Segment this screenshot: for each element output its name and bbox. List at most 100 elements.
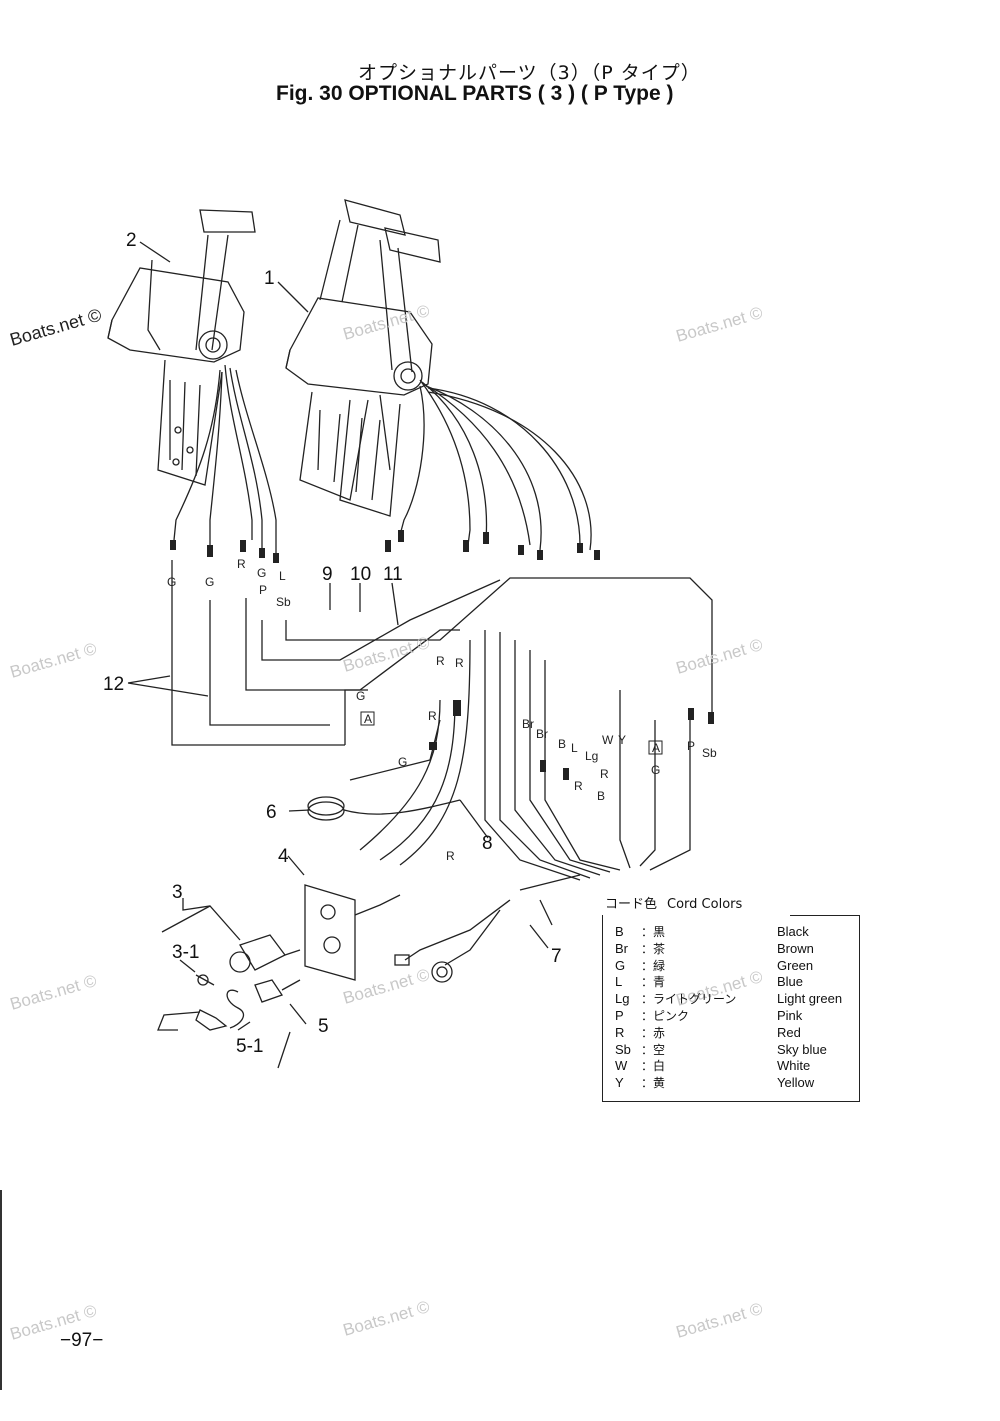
legend-row: Lg ：ライトグリーン Light green xyxy=(615,991,842,1008)
watermark: Boats.net © xyxy=(8,305,104,350)
legend-jp: ：茶 xyxy=(641,941,666,956)
page-title-japanese: オプショナルパーツ（3）（P タイプ） xyxy=(358,62,701,84)
callout-3: 3 xyxy=(172,882,183,903)
wire-tag-w: W xyxy=(602,733,614,747)
legend-en: Brown xyxy=(777,940,814,956)
remote-control-1 xyxy=(285,199,441,517)
legend-code: L xyxy=(615,974,623,990)
legend-jp: ：緑 xyxy=(641,958,666,973)
wire-tag-r: R xyxy=(455,656,464,670)
legend-row: P ：ピンク Pink xyxy=(615,1008,842,1025)
legend-en: Light green xyxy=(777,991,843,1007)
legend-heading: コード色 Cord Colors xyxy=(605,893,742,912)
callout-5-1: 5-1 xyxy=(236,1036,263,1057)
legend-en: Green xyxy=(777,957,814,973)
legend-code: Lg xyxy=(615,991,630,1007)
legend-en: White xyxy=(777,1058,811,1074)
wire-tag-l: L xyxy=(571,741,578,755)
legend-code: Sb xyxy=(615,1041,631,1057)
legend-code: G xyxy=(615,957,626,973)
wire-tag-r: R xyxy=(574,779,583,793)
page-title-english: Fig. 30 OPTIONAL PARTS ( 3 ) ( P Type ) xyxy=(276,82,674,105)
legend-code: Y xyxy=(615,1075,624,1091)
callout-4: 4 xyxy=(278,846,289,867)
wire-tag-b: B xyxy=(597,789,605,803)
legend-jp: ：ピンク xyxy=(641,1008,690,1023)
legend-jp: ：ライトグリーン xyxy=(641,992,737,1007)
legend-row: Y ：黄 Yellow xyxy=(615,1075,842,1092)
wire-tag-g: G xyxy=(205,575,214,589)
legend-jp: ：空 xyxy=(641,1042,666,1057)
callout-3-1: 3-1 xyxy=(172,942,199,963)
wire-tag-sb: Sb xyxy=(702,746,717,760)
wire-tag-l: L xyxy=(279,569,286,583)
legend-en: Yellow xyxy=(777,1075,815,1091)
marker-a: A xyxy=(364,712,372,726)
marker-a-box xyxy=(648,740,663,755)
legend-row: W ：白 White xyxy=(615,1058,842,1075)
legend-en: Pink xyxy=(777,1007,803,1023)
legend-row: Sb ：空 Sky blue xyxy=(615,1042,842,1059)
callout-10: 10 xyxy=(350,564,371,585)
legend-heading-en: Cord Colors xyxy=(667,897,743,912)
wire-tag-g: G xyxy=(167,575,176,589)
watermark: Boats.net © xyxy=(674,1299,765,1342)
wire-tag-p: P xyxy=(259,583,267,597)
legend-top-border xyxy=(790,915,859,916)
legend-code: P xyxy=(615,1007,624,1023)
wire-tag-g: G xyxy=(398,755,407,769)
wire-tag-r: R xyxy=(446,849,455,863)
callout-9: 9 xyxy=(322,564,333,585)
legend-code: Br xyxy=(615,940,628,956)
wire-tag-lg: Lg xyxy=(585,749,598,763)
wire-tag-r: R xyxy=(428,709,437,723)
watermark: Boats.net © xyxy=(8,639,99,682)
legend-en: Black xyxy=(777,924,809,939)
wire-tag-g: G xyxy=(356,689,365,703)
legend-code: B xyxy=(615,924,624,939)
wire-tag-sb: Sb xyxy=(276,595,291,609)
watermark: Boats.net © xyxy=(8,971,99,1014)
wire-tag-r: R xyxy=(237,557,246,571)
legend-row: G ：緑 Green xyxy=(615,958,842,975)
wire-tag-g: G xyxy=(257,566,266,580)
legend-jp: ：黄 xyxy=(641,1076,666,1091)
callout-12: 12 xyxy=(103,674,124,695)
watermark: Boats.net © xyxy=(674,303,765,346)
legend-row: L ：青 Blue xyxy=(615,974,842,991)
callout-11: 11 xyxy=(383,564,403,585)
legend-code: W xyxy=(615,1058,628,1074)
legend-en: Red xyxy=(777,1024,801,1040)
wire-tag-r: R xyxy=(436,654,445,668)
wire-tag-br: Br xyxy=(522,717,534,731)
wire-tag-r: R xyxy=(600,767,609,781)
wire-tag-br: Br xyxy=(536,727,548,741)
legend-en: Blue xyxy=(777,974,804,990)
legend-jp: ：白 xyxy=(641,1059,666,1074)
wire-tag-g: G xyxy=(651,763,660,777)
page-number: −97− xyxy=(60,1330,104,1351)
marker-a-box xyxy=(360,711,375,726)
callout-8: 8 xyxy=(482,833,493,854)
legend-jp: ：青 xyxy=(641,975,666,990)
wire-tag-p: P xyxy=(687,739,695,753)
callout-6: 6 xyxy=(266,802,277,823)
wire-tag-b: B xyxy=(558,737,566,751)
watermark: Boats.net © xyxy=(674,635,765,678)
callout-5: 5 xyxy=(318,1016,329,1037)
left-margin-rule xyxy=(0,1190,2,1390)
wire-tag-y: Y xyxy=(618,733,626,747)
legend-code: R xyxy=(615,1024,625,1040)
legend-en: Sky blue xyxy=(777,1041,827,1057)
legend-heading-jp: コード色 xyxy=(605,897,658,912)
callout-2: 2 xyxy=(126,230,137,251)
marker-a: A xyxy=(652,741,660,755)
legend-jp: ：黒 xyxy=(641,925,666,939)
callout-1: 1 xyxy=(264,268,275,289)
callout-7: 7 xyxy=(551,946,562,967)
legend-row: Br ：茶 Brown xyxy=(615,941,842,958)
